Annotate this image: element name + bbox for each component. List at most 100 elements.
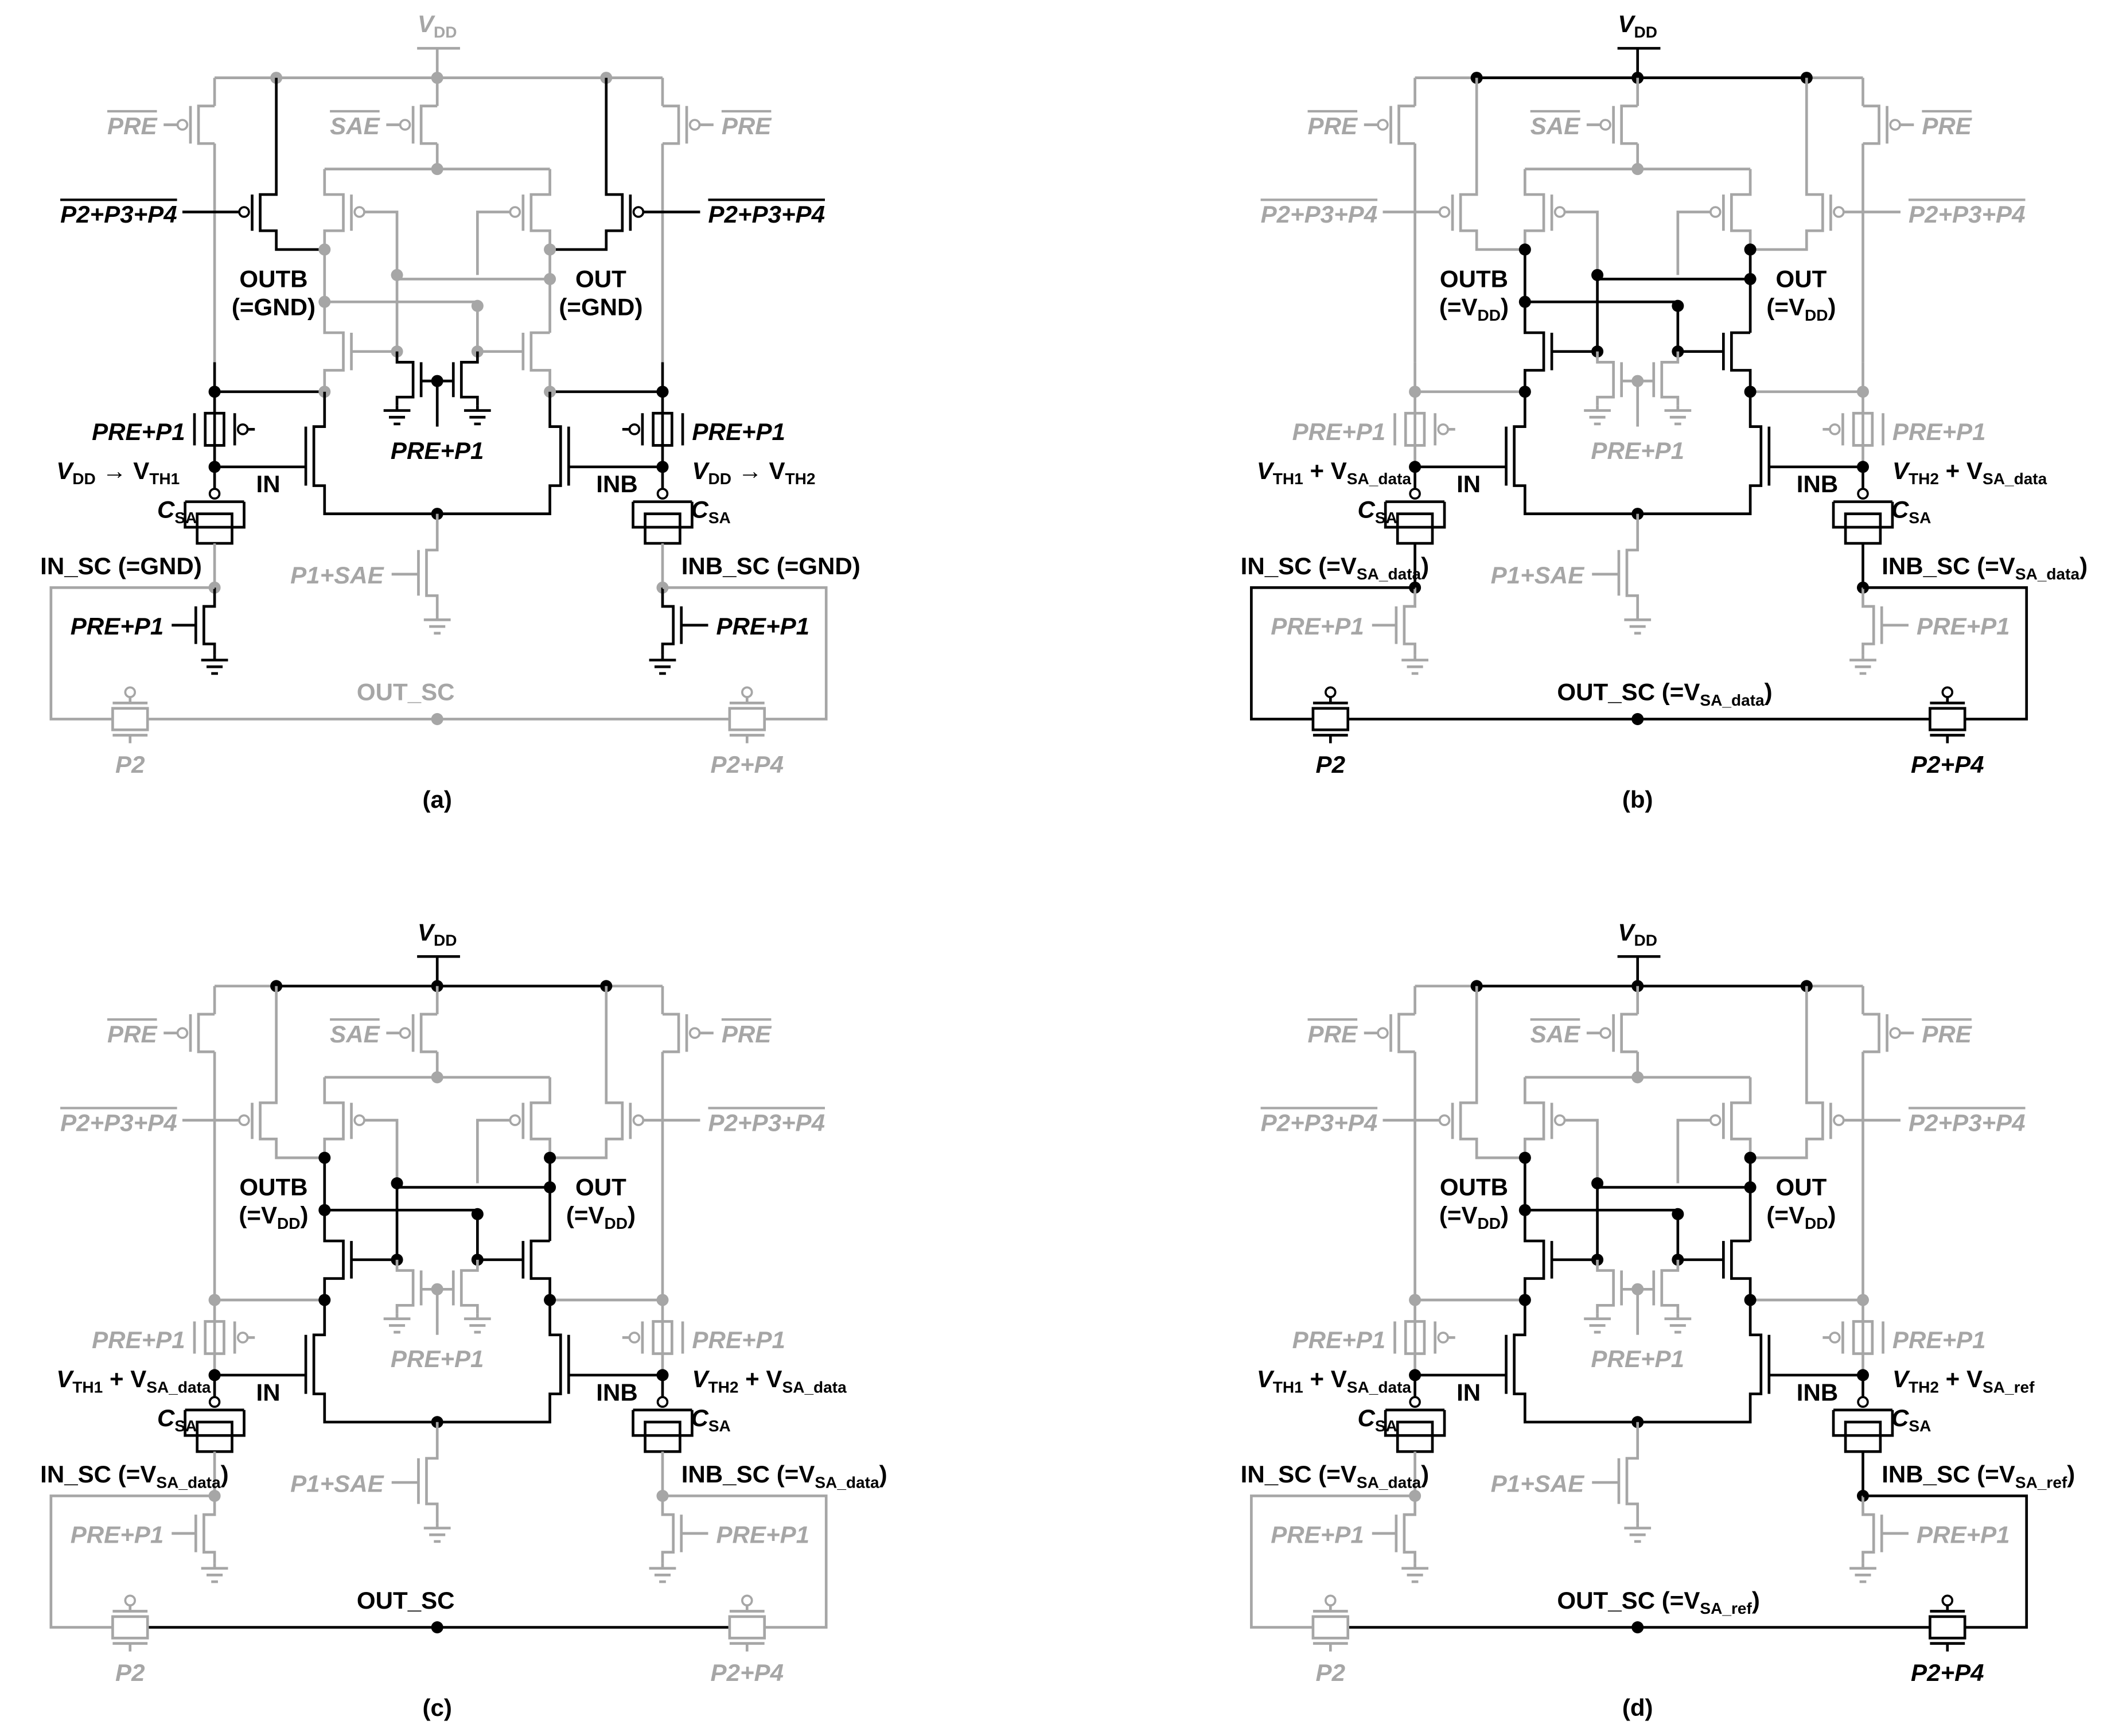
label-text: PRE+P1 [1591, 1345, 1684, 1372]
outb-cross-wire [1525, 1208, 1680, 1258]
label-text: INB [596, 1379, 637, 1406]
p234-pmos-right [1750, 986, 1824, 1159]
out-label: OUT [575, 265, 626, 292]
label-text: (=GND) [232, 294, 316, 321]
label-text: IN [256, 470, 281, 497]
inverter-bubble [1553, 1114, 1566, 1126]
wire [184, 1410, 246, 1437]
junction-dot [391, 1177, 403, 1190]
p234-bar-label-right: P2+P3+P4 [1909, 201, 2026, 228]
out-sc-label: OUT_SC [357, 1587, 455, 1614]
label-text: (=V [1766, 294, 1805, 321]
inb-voltage-label: VTH2 + VSA_data [1892, 457, 2047, 488]
wire [1660, 351, 1680, 406]
label-text: P2+P3+P4 [1909, 201, 2026, 228]
label-text: V [692, 457, 710, 484]
subscript-text: SA_data [1357, 565, 1422, 583]
ground-icon [383, 405, 411, 426]
junction-dot [431, 1621, 443, 1634]
csa-label-left: CSA [157, 496, 197, 527]
csa-label-right: CSA [1891, 496, 1931, 527]
label-text: OUT_SC [357, 679, 455, 706]
inverter-bubble [1941, 686, 1954, 698]
p234-bar-label-right: P2+P3+P4 [708, 1109, 825, 1136]
pre-bar-label-right: PRE [1922, 112, 1972, 139]
p2p4-label: P2+P4 [711, 1659, 784, 1686]
ground-icon [1624, 614, 1652, 635]
inverter-bubble [1437, 423, 1449, 435]
wire [1832, 501, 1894, 529]
label-text: V [418, 918, 435, 945]
label-text: (=V [1439, 1202, 1478, 1229]
nmos-latch-left [1523, 302, 1545, 392]
label-text: C [1357, 1404, 1375, 1431]
out-value: (=VDD) [566, 1202, 636, 1232]
ground-icon [423, 1523, 451, 1543]
label-text: (=V [1766, 1202, 1805, 1229]
inverter-bubble [632, 1114, 645, 1126]
p2-label: P2 [115, 1659, 145, 1686]
label-text: PRE+P1 [391, 437, 484, 464]
subscript-text: TH1 [72, 1378, 103, 1396]
label-text: PRE+P1 [71, 1521, 164, 1548]
pre-p1-label-br: PRE+P1 [1917, 613, 2010, 640]
subscript-text: SA_data [2015, 565, 2080, 583]
subscript-text: TH2 [1909, 470, 1939, 488]
in-sc-label: IN_SC (=GND) [40, 552, 202, 579]
label-text: P2+P4 [711, 1659, 784, 1686]
in-sc-label: IN_SC (=VSA_data) [40, 1461, 228, 1491]
wire [395, 351, 415, 406]
junction-dot [318, 1204, 331, 1216]
p234-pmos-left [1459, 77, 1525, 251]
panel-caption: (c) [422, 1694, 451, 1721]
label-text: P2 [1316, 751, 1345, 778]
label-text: PRE+P1 [1917, 1521, 2010, 1548]
in-sc-label: IN_SC (=VSA_data) [1241, 552, 1429, 583]
inverter-bubble [628, 423, 641, 435]
label-text: PRE [1308, 1021, 1358, 1048]
junction-dot [431, 1071, 443, 1084]
wire [1730, 169, 1752, 250]
wire [1863, 104, 1880, 145]
inverter-bubble [1377, 1027, 1389, 1039]
p1-sae-label: P1+SAE [1491, 1470, 1585, 1497]
in-label: IN [1456, 1379, 1481, 1406]
junction-dot [1631, 72, 1644, 84]
nmos-latch-right [1730, 331, 1752, 392]
subscript-text: SA [174, 509, 197, 527]
label-text: (=V [239, 1202, 277, 1229]
wire [661, 1496, 675, 1563]
label-text: PRE+P1 [92, 1326, 185, 1353]
label-text: + V [1939, 1365, 1983, 1392]
label-text: INB [596, 470, 637, 497]
transfer-switch [111, 1615, 149, 1640]
inb-sc-label: INB_SC (=GND) [681, 552, 860, 579]
transfer-switch [728, 707, 766, 731]
label-text: P1+SAE [290, 1470, 384, 1497]
pre-p1-label-br: PRE+P1 [1917, 1521, 2010, 1548]
junction-dot [544, 1181, 556, 1194]
label-text: SAE [1530, 112, 1581, 139]
junction-dot [208, 1294, 221, 1306]
out-sc-label: OUT_SC (=VSA_data) [1557, 679, 1772, 709]
subscript-text: DD [434, 932, 457, 949]
p234-pmos-left [1459, 986, 1525, 1159]
label-text: V [418, 10, 435, 37]
label-text: INB [1797, 1379, 1838, 1406]
label-text: C [691, 1404, 708, 1431]
pre-bar-label-left: PRE [1308, 1021, 1358, 1048]
junction-dot [1744, 273, 1757, 285]
junction-dot [1800, 72, 1813, 84]
inb-label: INB [596, 1379, 637, 1406]
in-sc-loop [49, 1494, 215, 1629]
label-text: (a) [422, 786, 451, 813]
p234-pmos-left [259, 77, 325, 251]
inverter-bubble [353, 1114, 365, 1126]
nmos-latch-left [1523, 1210, 1545, 1300]
pre-p1-label-right: PRE+P1 [1892, 418, 1986, 445]
junction-dot [656, 1294, 669, 1306]
wire [1730, 1077, 1752, 1158]
wire [529, 169, 551, 250]
inverter-bubble [656, 488, 669, 500]
p1-sae-label: P1+SAE [1491, 562, 1585, 589]
